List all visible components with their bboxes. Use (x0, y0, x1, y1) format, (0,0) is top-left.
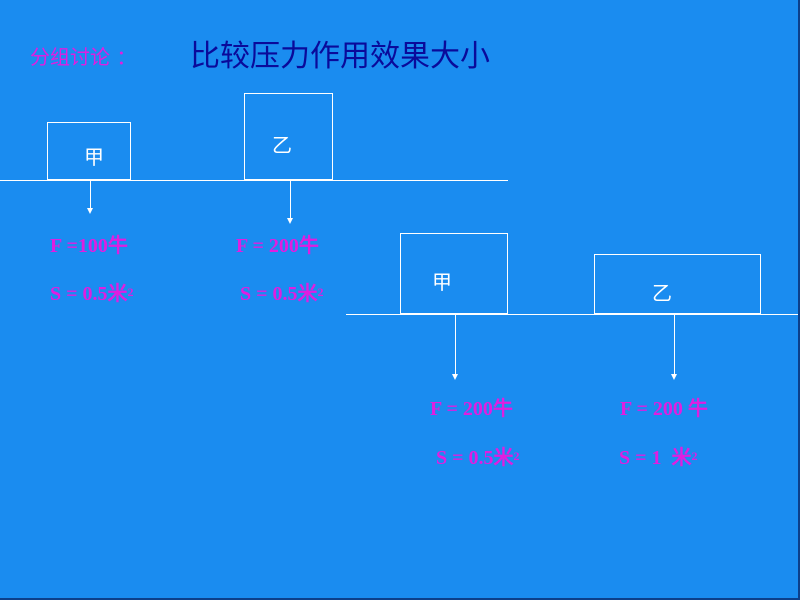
force-jia-1: F =100牛 (50, 235, 128, 257)
area-jia-2-exp: 2 (513, 449, 520, 463)
area-yi-1-text: S = 0.5米 (240, 283, 318, 305)
force-arrow-jia-2-head (452, 374, 458, 380)
force-yi-2: F = 200 牛 (620, 398, 708, 420)
slide-border-right (798, 0, 800, 600)
block-yi-1 (244, 93, 333, 180)
force-arrow-yi-2 (674, 314, 675, 374)
area-yi-1-exp: 2 (317, 285, 324, 299)
slide-border-bottom (0, 598, 800, 600)
area-jia-2-text: S = 0.5米 (436, 447, 514, 469)
block-jia-1-label: 甲 (84, 145, 104, 169)
force-arrow-jia-2 (455, 314, 456, 374)
area-jia-1-text: S = 0.5米 (50, 283, 128, 305)
ground-line-1 (0, 180, 508, 181)
area-jia-1-exp: 2 (127, 285, 134, 299)
force-arrow-yi-1-head (287, 218, 293, 224)
block-yi-2 (594, 254, 761, 314)
block-jia-2 (400, 233, 508, 314)
force-arrow-yi-2-head (671, 374, 677, 380)
area-jia-1: S = 0.5米2 (50, 282, 134, 306)
slide-title: 比较压力作用效果大小 (190, 39, 490, 74)
block-yi-2-label: 乙 (652, 281, 672, 305)
force-yi-1: F = 200牛 (236, 235, 319, 257)
force-arrow-jia-1 (90, 180, 91, 208)
area-yi-2-text: S = 1 米 (619, 447, 692, 469)
block-yi-1-label: 乙 (272, 133, 292, 157)
force-jia-2: F = 200牛 (430, 398, 513, 420)
area-yi-1: S = 0.5米2 (240, 282, 324, 306)
area-jia-2: S = 0.5米2 (436, 446, 520, 470)
force-arrow-yi-1 (290, 180, 291, 218)
ground-line-2 (346, 314, 800, 315)
discussion-label: 分组讨论 ： (30, 45, 137, 69)
area-yi-2: S = 1 米2 (619, 446, 698, 470)
block-jia-1 (47, 122, 131, 180)
block-jia-2-label: 甲 (432, 270, 452, 294)
area-yi-2-exp: 2 (691, 449, 698, 463)
force-arrow-jia-1-head (87, 208, 93, 214)
